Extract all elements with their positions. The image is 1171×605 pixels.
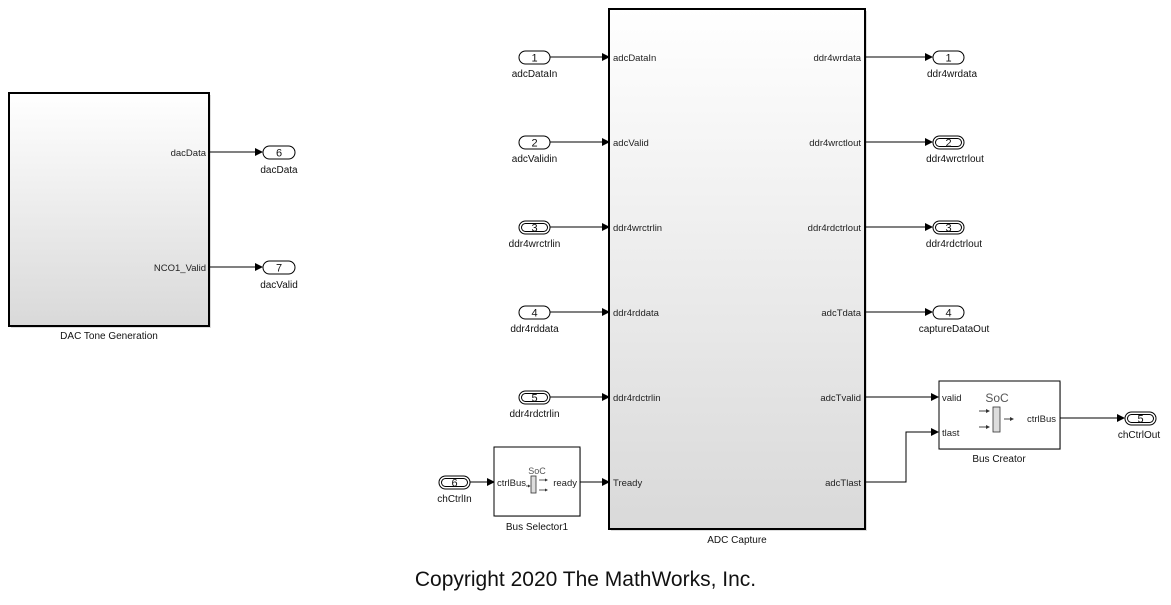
soc-icon-text: SoC [985,391,1009,405]
port-name: ddr4rdctrlout [926,239,982,250]
port-number: 5 [531,393,537,405]
adc-capture-block[interactable]: adcDataIn adcValid ddr4wrctrlin ddr4rdda… [608,8,867,546]
outport-7[interactable]: 7 dacValid [260,260,298,291]
port-name: ddr4wrdata [927,69,977,80]
bus-creator-in-label-valid: valid [942,393,962,404]
adc-in-label-adcDataIn: adcDataIn [613,53,656,64]
inport-1[interactable]: 1 adcDataIn [512,50,558,80]
adc-in-label-tready: Tready [613,478,642,489]
inport-6[interactable]: 6 chCtrlIn [437,475,472,505]
port-number: 5 [1137,414,1143,426]
port-name: adcDataIn [512,69,558,80]
adc-in-label-ddr4wrctrlin: ddr4wrctrlin [613,223,662,234]
bus-selector-icon [526,475,548,494]
port-number: 2 [945,138,951,150]
port-number: 4 [531,308,537,320]
bus-selector-in-label: ctrlBus [497,478,526,489]
adc-out-label-adcTdata: adcTdata [821,308,861,319]
port-name: captureDataOut [919,324,990,335]
inport-5[interactable]: 5 ddr4rdctrlin [509,390,560,420]
port-name: chCtrlIn [437,494,471,505]
port-number: 6 [276,148,282,160]
outport-5[interactable]: 5 chCtrlOut [1118,411,1160,441]
port-number: 7 [276,263,282,275]
port-name: ddr4wrctrlin [509,239,561,250]
soc-icon-text: SoC [528,466,546,476]
port-number: 3 [531,223,537,235]
bus-creator-out-label: ctrlBus [1027,414,1056,425]
bus-creator-icon [979,406,1014,433]
port-name: dacData [260,165,298,176]
copyright-text: Copyright 2020 The MathWorks, Inc. [414,568,757,591]
port-name: ddr4rdctrlin [509,409,559,420]
inport-2[interactable]: 2 adcValidin [512,135,557,165]
port-number: 1 [945,53,951,65]
dac-port-label-nco1-valid: NCO1_Valid [154,263,206,274]
bus-creator-name: Bus Creator [972,454,1026,465]
outport-4[interactable]: 4 captureDataOut [919,305,990,335]
port-number: 2 [531,138,537,150]
signal-line[interactable] [865,428,939,483]
adc-out-label-ddr4wrctlout: ddr4wrctlout [809,138,861,149]
port-number: 6 [451,478,457,490]
inport-4[interactable]: 4 ddr4rddata [510,305,559,335]
bus-creator-in-label-tlast: tlast [942,428,960,439]
adc-block-name: ADC Capture [707,535,767,546]
adc-in-label-adcValid: adcValid [613,138,649,149]
port-name: chCtrlOut [1118,430,1160,441]
bus-creator-block[interactable]: valid tlast SoC ctrlBus Bus Creator [938,380,1061,465]
adc-in-label-ddr4rdctrlin: ddr4rdctrlin [613,393,661,404]
adc-out-label-ddr4rdctrlout: ddr4rdctrlout [808,223,862,234]
bus-selector-out-label: ready [553,478,577,489]
outport-3[interactable]: 3 ddr4rdctrlout [926,220,982,250]
port-name: ddr4wrctrlout [926,154,984,165]
port-name: ddr4rddata [510,324,559,335]
outport-1[interactable]: 1 ddr4wrdata [927,50,977,80]
port-name: dacValid [260,280,298,291]
port-number: 4 [945,308,951,320]
adc-out-label-adcTvalid: adcTvalid [820,393,861,404]
bus-selector-name: Bus Selector1 [506,522,569,533]
port-name: adcValidin [512,154,557,165]
bus-selector-block[interactable]: SoC ctrlBus ready Bus Selector1 [493,446,581,533]
adc-out-label-ddr4wrdata: ddr4wrdata [813,53,861,64]
port-number: 3 [945,223,951,235]
adc-in-label-ddr4rddata: ddr4rddata [613,308,660,319]
adc-out-label-adcTlast: adcTlast [825,478,861,489]
dac-port-label-dacData: dacData [171,148,207,159]
dac-tone-generation-block[interactable]: dacData NCO1_Valid DAC Tone Generation [8,92,211,342]
inport-3[interactable]: 3 ddr4wrctrlin [509,220,561,250]
outport-2[interactable]: 2 ddr4wrctrlout [926,135,984,165]
dac-block-name: DAC Tone Generation [60,331,158,342]
port-number: 1 [531,53,537,65]
outport-6[interactable]: 6 dacData [260,145,298,176]
